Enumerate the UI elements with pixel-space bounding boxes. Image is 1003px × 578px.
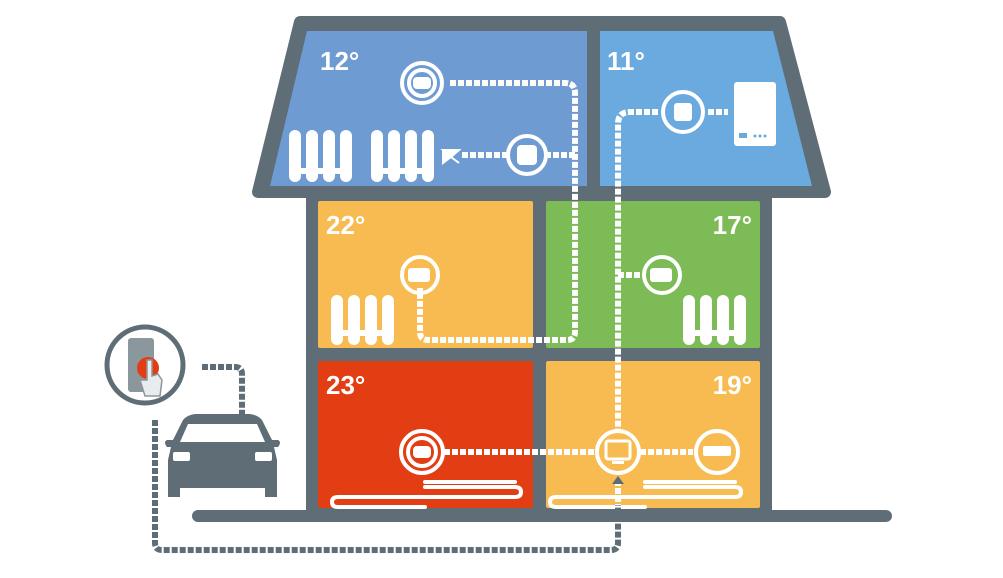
phone-hub-link <box>152 420 621 553</box>
temperature-first-right: 17° <box>713 210 752 240</box>
thermostat-attic-left <box>400 61 444 105</box>
boiler-controller <box>661 90 705 134</box>
temperature-ground-right: 19° <box>713 370 752 400</box>
radiator-valve-first-right <box>642 255 682 295</box>
radiator-valve-attic-left <box>506 134 548 176</box>
radiator-attic-1 <box>289 130 352 182</box>
arrow-up-icon <box>612 476 624 484</box>
car-icon <box>165 414 280 497</box>
radiator-first-left <box>331 295 394 345</box>
valve-icon <box>440 149 462 165</box>
floor-heating-ground-right <box>547 480 744 509</box>
connection-line <box>615 109 658 430</box>
hub-ground-right <box>595 429 641 475</box>
boiler-icon <box>734 82 776 146</box>
connection-line <box>417 80 578 343</box>
phone-car-link <box>202 364 245 422</box>
temperature-first-left: 22° <box>326 210 365 240</box>
temperature-ground-left: 23° <box>326 370 365 400</box>
thermostat-ground-left <box>399 429 445 475</box>
temperature-attic-right: 11° <box>607 46 645 76</box>
floor-heating-ground-left <box>329 480 524 509</box>
smartphone-app-button[interactable] <box>104 324 186 406</box>
radiator-first-right <box>683 295 746 345</box>
radiator-attic-2 <box>371 130 434 182</box>
radiator-valve-first-left <box>400 255 440 295</box>
hand-icon <box>138 359 163 397</box>
room-attic-right <box>600 31 812 186</box>
temperature-attic-left: 12° <box>320 46 359 76</box>
room-ground-left <box>318 361 533 508</box>
floor-heating-controller <box>694 429 740 475</box>
